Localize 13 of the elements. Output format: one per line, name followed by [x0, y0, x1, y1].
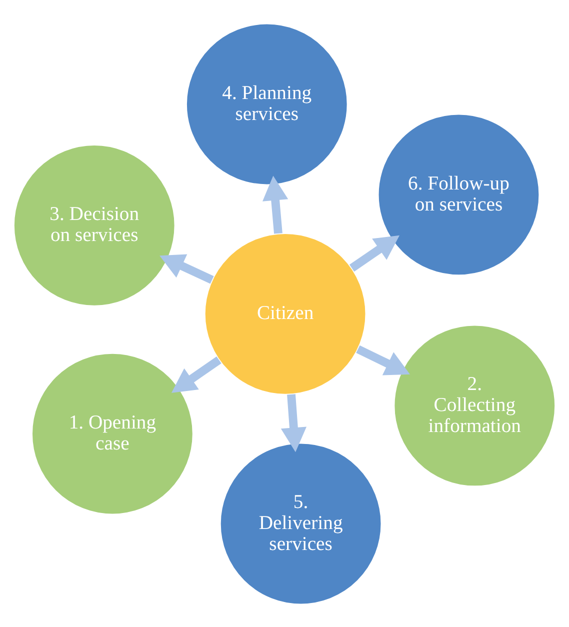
arrow — [262, 175, 288, 234]
arrow — [356, 344, 410, 375]
arrow — [160, 254, 214, 284]
arrow — [171, 356, 222, 392]
node-circle: 3. Decision on services — [13, 144, 176, 306]
arrow — [280, 394, 307, 452]
node-circle: Citizen — [204, 232, 367, 395]
node-circle: 5. Delivering services — [219, 442, 382, 605]
node-circle: 1. Opening case — [31, 352, 194, 515]
arrow — [349, 234, 400, 272]
node-circle: 2. Collecting information — [393, 324, 556, 487]
node-circle: 4. Planning services — [186, 22, 348, 186]
node-circle: 6. Follow-up on services — [377, 112, 540, 276]
